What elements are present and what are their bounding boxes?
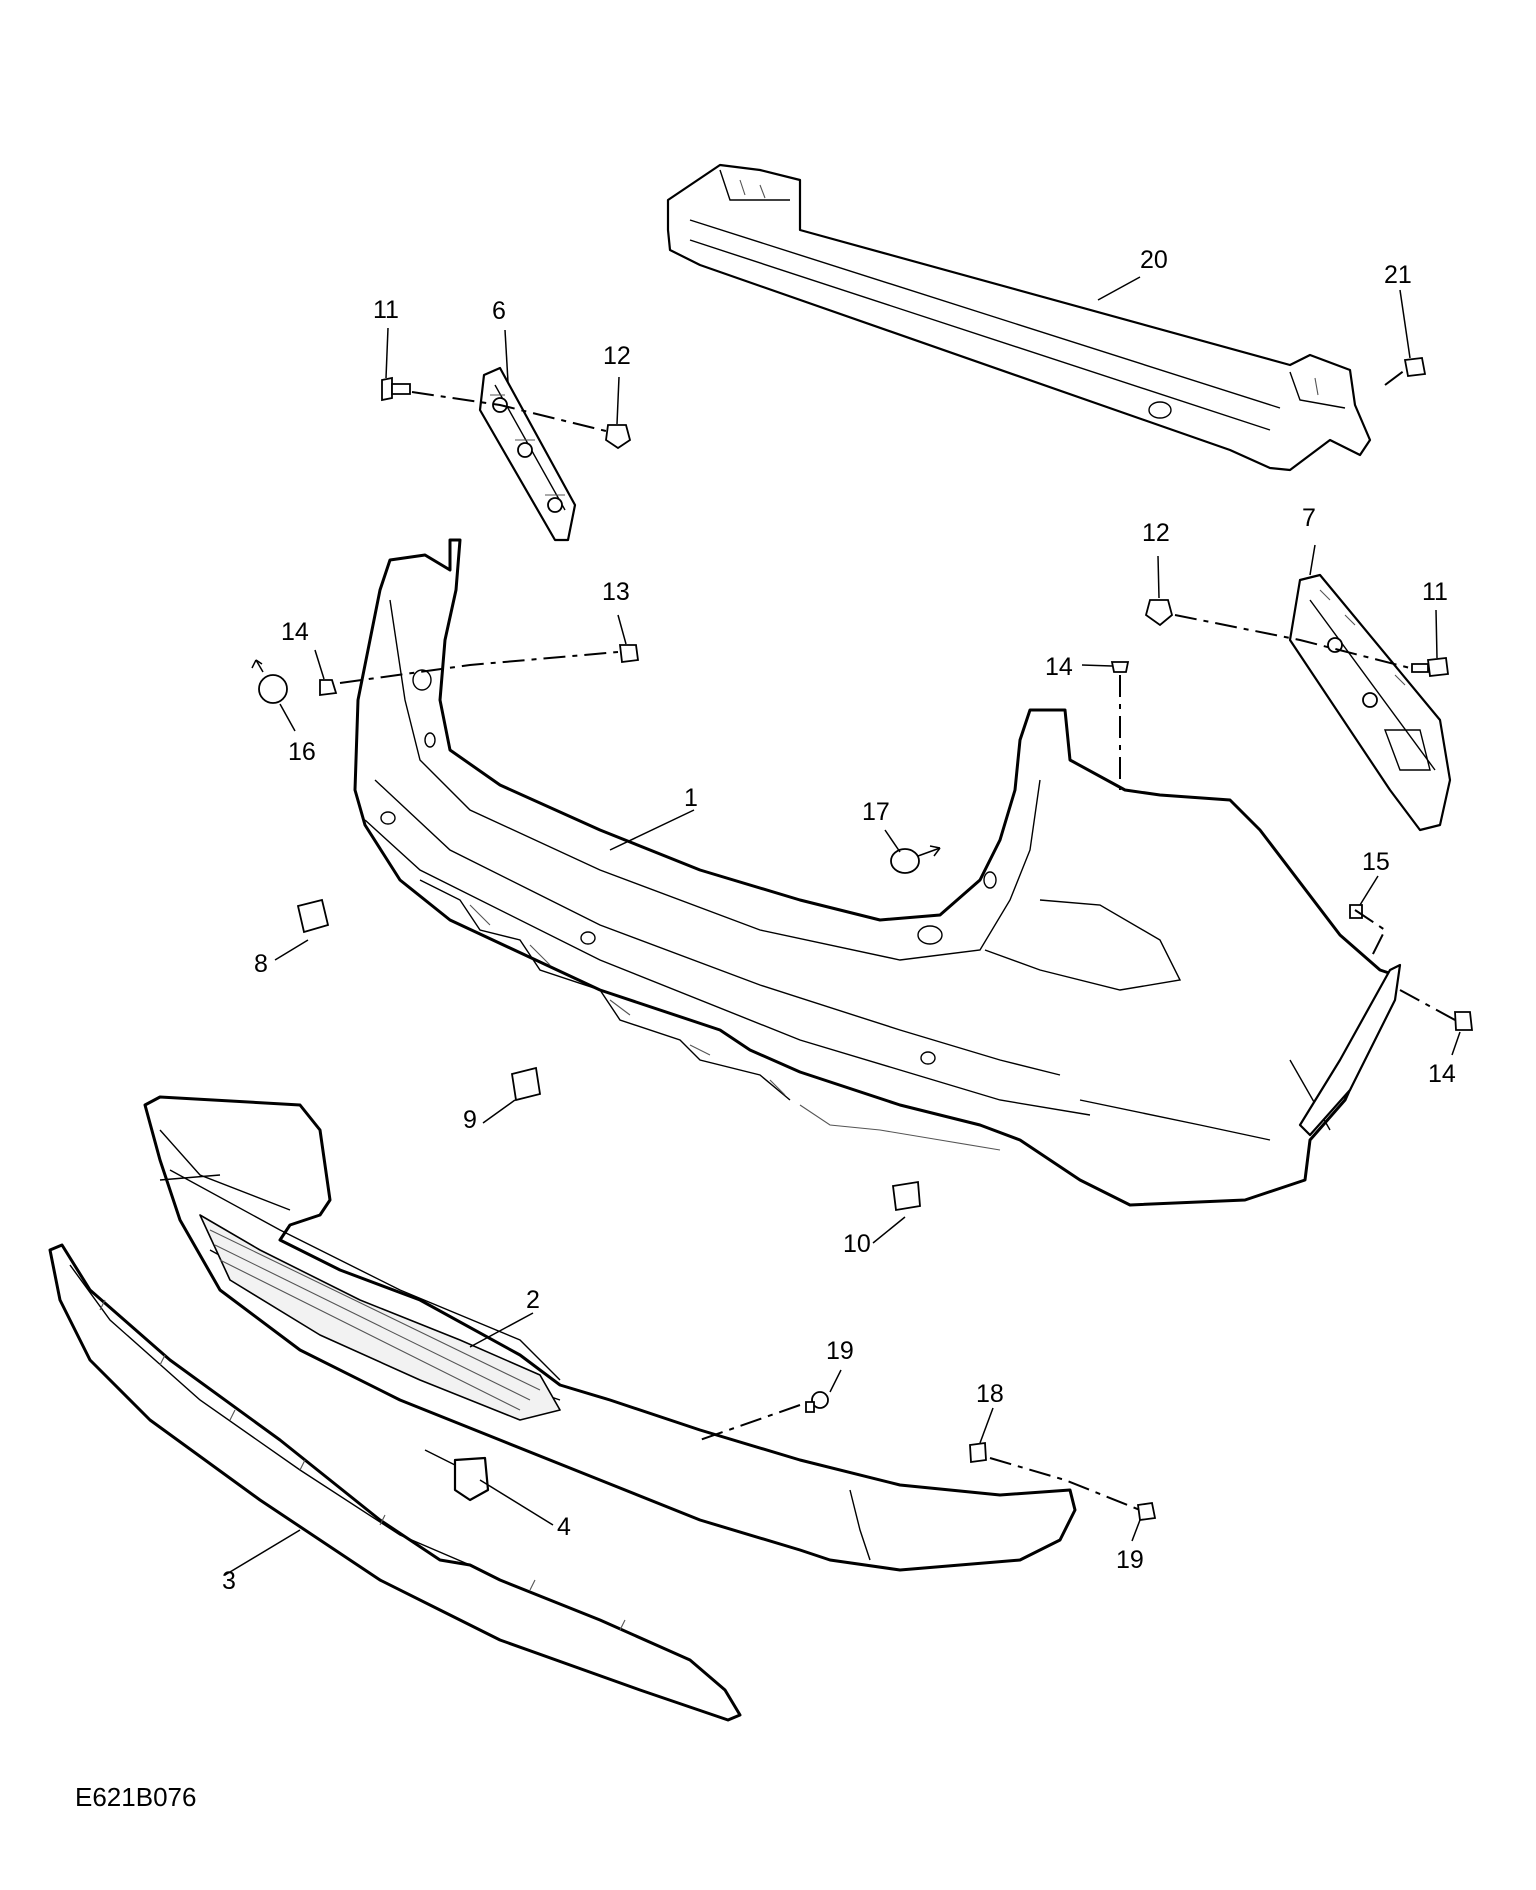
callout-18: 18 bbox=[976, 1380, 1004, 1408]
bumper-reinforcement-beam bbox=[666, 163, 1372, 472]
callout-14-top-right: 14 bbox=[1045, 653, 1073, 681]
callout-19-upper: 19 bbox=[826, 1337, 854, 1365]
callout-12-right: 12 bbox=[1142, 519, 1170, 547]
grommet-16 bbox=[251, 659, 288, 704]
screw-19-upper bbox=[805, 1391, 829, 1413]
callout-14-left: 14 bbox=[281, 618, 309, 646]
callout-20: 20 bbox=[1140, 246, 1168, 274]
callout-7: 7 bbox=[1302, 504, 1316, 532]
retainer-10 bbox=[891, 1180, 921, 1212]
drawing-code: E621B076 bbox=[75, 1782, 196, 1812]
nut-21 bbox=[1403, 357, 1427, 377]
callout-2: 2 bbox=[526, 1286, 540, 1314]
callout-21: 21 bbox=[1384, 261, 1412, 289]
callout-11-left: 11 bbox=[373, 296, 399, 324]
clip-13 bbox=[618, 644, 640, 664]
callout-17: 17 bbox=[862, 798, 890, 826]
retainer-9 bbox=[510, 1066, 542, 1102]
clip-14-bottom-right bbox=[1454, 1011, 1474, 1031]
fasteners bbox=[251, 357, 1474, 1522]
callout-16: 16 bbox=[288, 738, 316, 766]
callout-12-left: 12 bbox=[603, 342, 631, 370]
callout-labels: 1 2 3 4 6 7 8 9 10 11 11 12 12 13 14 14 … bbox=[222, 246, 1456, 1595]
nut-12-left bbox=[605, 424, 632, 450]
clip-14-top-right bbox=[1110, 661, 1130, 673]
screw-19-lower bbox=[1136, 1501, 1157, 1522]
grommet-17 bbox=[890, 845, 941, 874]
callout-14-bottom-right: 14 bbox=[1428, 1060, 1456, 1088]
callout-15: 15 bbox=[1362, 848, 1390, 876]
rear-bumper-cover bbox=[353, 538, 1402, 1207]
callout-13: 13 bbox=[602, 578, 630, 606]
callout-10: 10 bbox=[843, 1230, 871, 1258]
clip-14-left bbox=[319, 679, 338, 697]
assembly-lines bbox=[339, 369, 1456, 1511]
screw-11-right bbox=[1411, 657, 1450, 677]
callout-8: 8 bbox=[254, 950, 268, 978]
lower-trim-strip bbox=[48, 1243, 742, 1722]
left-bumper-bracket bbox=[478, 366, 577, 542]
callout-11-right: 11 bbox=[1422, 578, 1448, 606]
lower-valance-panel bbox=[143, 1095, 1077, 1572]
callout-19-lower: 19 bbox=[1116, 1546, 1144, 1574]
callout-6: 6 bbox=[492, 297, 506, 325]
callout-1: 1 bbox=[684, 784, 698, 812]
clip-18 bbox=[969, 1441, 987, 1464]
callout-3: 3 bbox=[222, 1567, 236, 1595]
leader-lines bbox=[224, 276, 1461, 1576]
callout-9: 9 bbox=[463, 1106, 477, 1134]
nut-12-right bbox=[1144, 599, 1174, 627]
tow-eye-cover bbox=[424, 1449, 490, 1502]
retainer-8 bbox=[296, 898, 330, 934]
right-bumper-bracket bbox=[1288, 573, 1452, 832]
screw-11-left bbox=[381, 376, 411, 402]
callout-4: 4 bbox=[557, 1513, 571, 1541]
